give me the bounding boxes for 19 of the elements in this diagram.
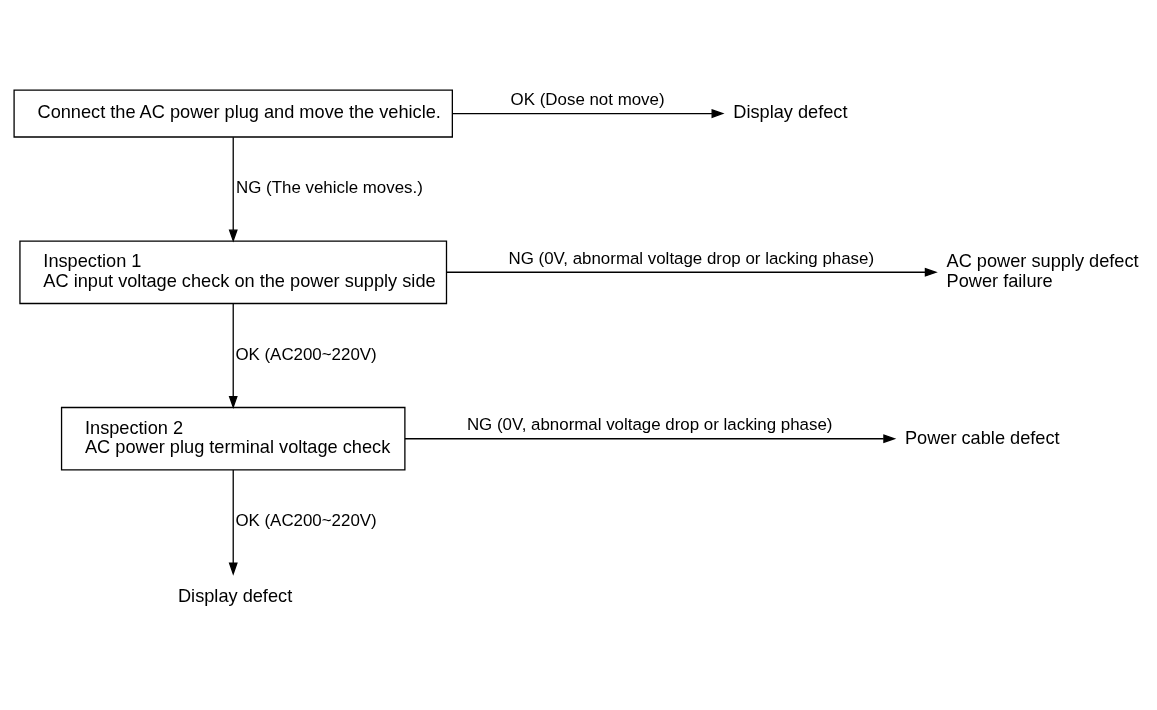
arrow bbox=[452, 108, 725, 118]
edge-label: OK (Dose not move) bbox=[510, 89, 665, 109]
node-text: AC power supply defect Power failure bbox=[946, 250, 1139, 291]
node-box: Connect the AC power plug and move the vehicle. bbox=[13, 89, 453, 138]
arrow bbox=[228, 302, 238, 409]
edge-label: OK (AC200~220V) bbox=[235, 510, 377, 530]
node-box: Inspection 1 AC input voltage check on the power supply side bbox=[19, 239, 448, 304]
edge-label: NG (0V, abnormal voltage drop or lacking phase) bbox=[508, 248, 875, 268]
edge-label: OK (AC200~220V) bbox=[235, 344, 377, 364]
arrow bbox=[228, 468, 238, 576]
arrow bbox=[404, 433, 897, 443]
node-text: Power cable defect bbox=[904, 427, 1060, 448]
arrow bbox=[228, 136, 238, 243]
edge-label: NG (0V, abnormal voltage drop or lacking phase) bbox=[466, 414, 833, 434]
node-text: Display defect bbox=[177, 585, 293, 606]
node-box: Inspection 2 AC power plug terminal voltage check bbox=[60, 406, 406, 471]
node-text: Display defect bbox=[733, 101, 848, 122]
arrow bbox=[446, 267, 938, 277]
edge-label: NG (The vehicle moves.) bbox=[236, 177, 423, 197]
